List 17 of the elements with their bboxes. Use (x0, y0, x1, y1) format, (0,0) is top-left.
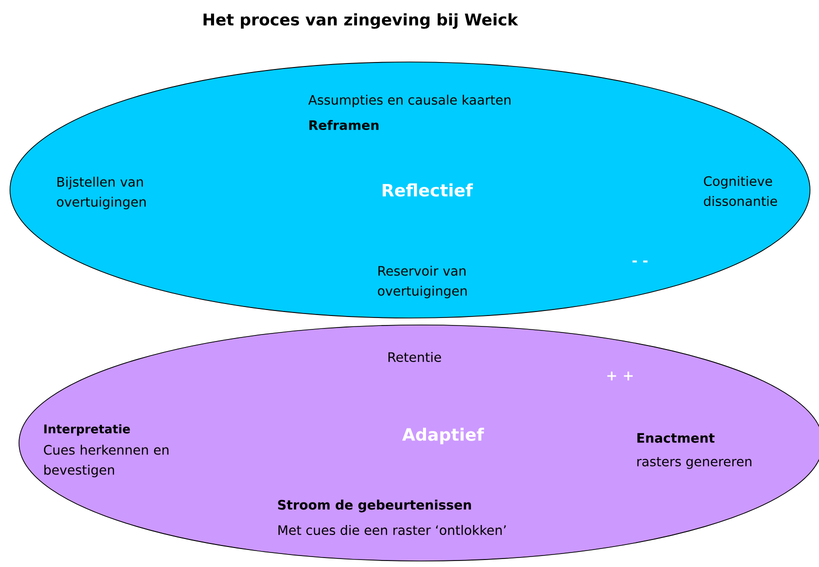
text-label: Cues herkennen en bevestigen (44, 444, 168, 478)
text-label: Cognitieve dissonantie (704, 176, 778, 206)
text-label: Reservoir van overtuigingen (378, 266, 467, 298)
text-label: rasters genereren (637, 457, 752, 469)
text-label: - - (632, 260, 648, 262)
text-label: Adaptief (402, 428, 484, 444)
text-label: + + (607, 372, 633, 380)
text-label: Bijstellen van overtuigingen (56, 176, 146, 210)
text-label: Retentie (388, 352, 442, 362)
text-label: Reframen (309, 120, 378, 130)
text-label: Stroom de gebeurtenissen (278, 500, 471, 512)
text-label: Assumpties en causale kaarten (308, 94, 510, 108)
text-label: Reflectief (382, 183, 473, 197)
text-label: Enactment (637, 433, 715, 443)
title: Het proces van zingeving bij Weick (204, 13, 518, 29)
text-label: Met cues die een raster ‘ontlokken’ (278, 524, 506, 536)
text-label: Interpretatie (44, 424, 130, 436)
